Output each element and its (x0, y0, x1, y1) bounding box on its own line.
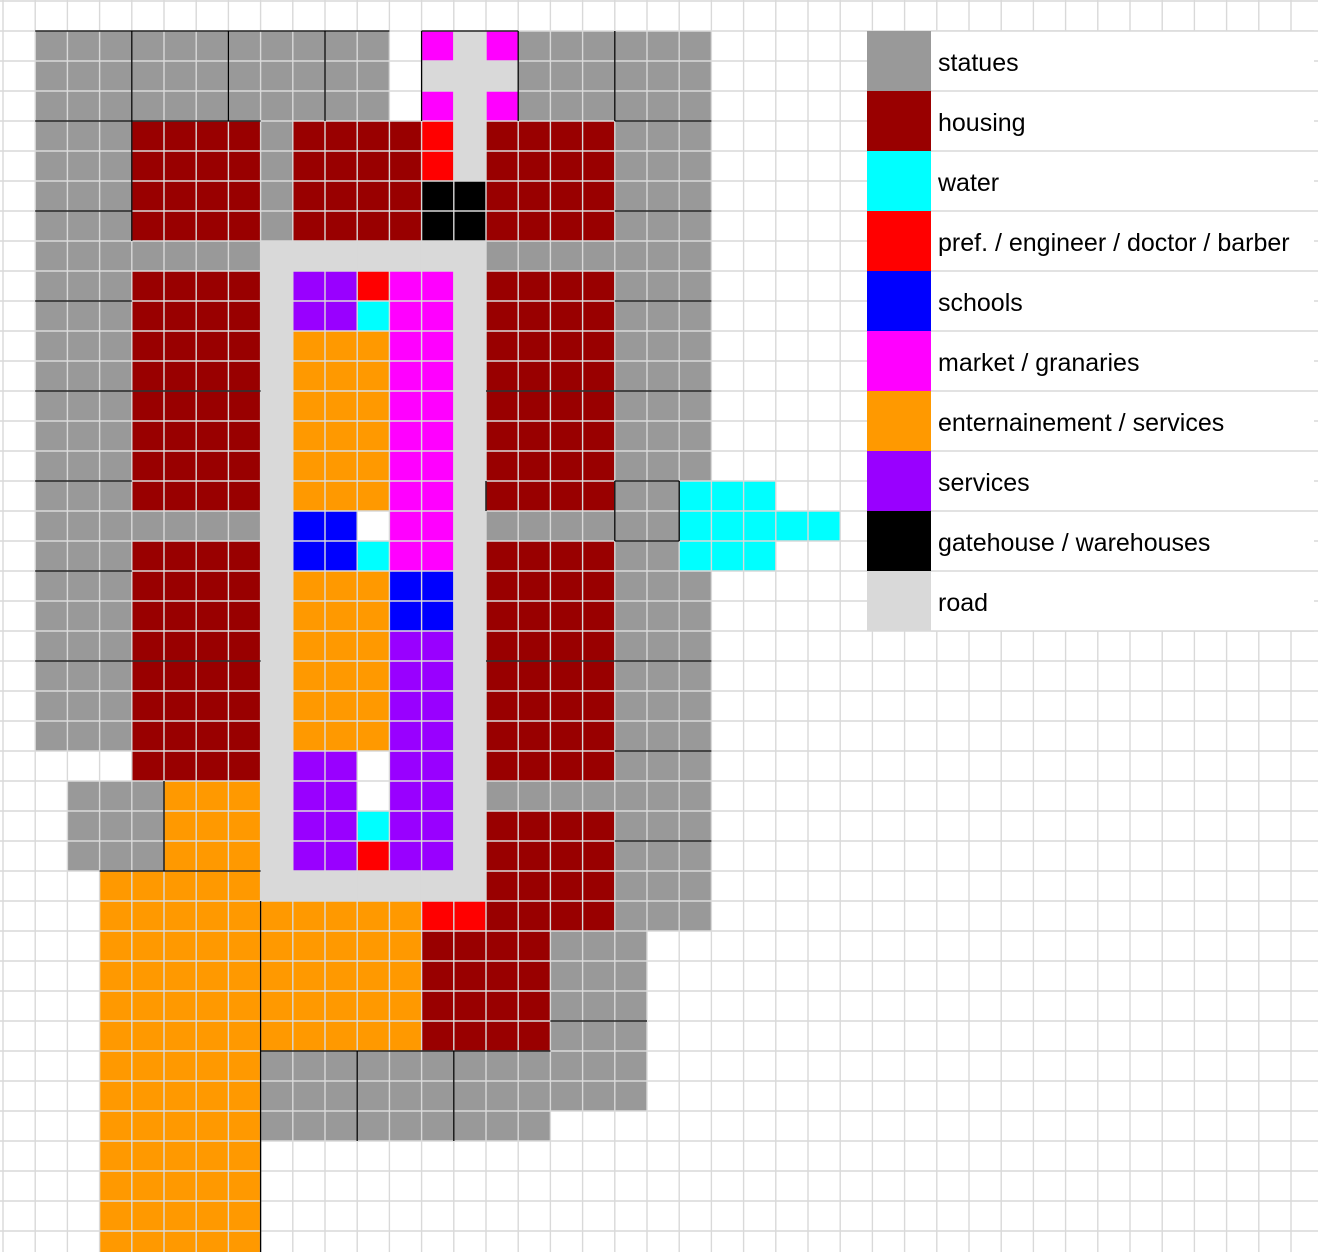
tile-entertainment (99, 871, 261, 1252)
legend-swatch-services (867, 451, 931, 511)
legend-swatch-statues (867, 31, 931, 91)
tile-market (486, 31, 519, 61)
tile-road (421, 61, 519, 91)
legend-swatch-schools (867, 271, 931, 331)
tile-statues (67, 781, 164, 871)
legend-swatch-road (867, 571, 931, 631)
legend-swatch-water (867, 151, 931, 211)
legend-swatch-gatehouse (867, 511, 931, 571)
legend-label-entertainment: enternainement / services (938, 409, 1224, 437)
legend-label-schools: schools (938, 289, 1023, 317)
legend-label-housing: housing (938, 109, 1026, 137)
legend-swatches (867, 30, 1314, 632)
tile-pref (357, 841, 390, 871)
tile-road (260, 241, 486, 271)
block-dividers (35, 30, 712, 1252)
tile-market (486, 91, 519, 121)
tile-statues (35, 121, 132, 751)
legend-swatch-pref (867, 211, 931, 271)
tile-statues (260, 1051, 551, 1141)
tile-water (679, 481, 776, 571)
legend-label-road: road (938, 589, 988, 617)
legend-label-statues: statues (938, 49, 1019, 77)
legend-label-market: market / granaries (938, 349, 1139, 377)
legend-label-services: services (938, 469, 1030, 497)
tile-water (357, 541, 390, 571)
legend: statues housing water pref. / engineer /… (867, 30, 1314, 632)
legend-swatch-entertainment (867, 391, 931, 451)
tile-entertainment (260, 901, 422, 1051)
legend-swatch-housing (867, 91, 931, 151)
tile-water (357, 811, 390, 841)
tile-water (357, 301, 390, 331)
tile-entertainment (164, 781, 261, 871)
legend-label-gatehouse: gatehouse / warehouses (938, 529, 1210, 557)
tile-pref (357, 271, 390, 301)
tile-market (421, 91, 454, 121)
tile-market (421, 31, 454, 61)
tile-statues (35, 31, 390, 121)
tile-road (260, 871, 486, 901)
legend-label-pref: pref. / engineer / doctor / barber (938, 229, 1290, 257)
legend-swatch-market (867, 331, 931, 391)
legend-label-water: water (937, 169, 999, 197)
